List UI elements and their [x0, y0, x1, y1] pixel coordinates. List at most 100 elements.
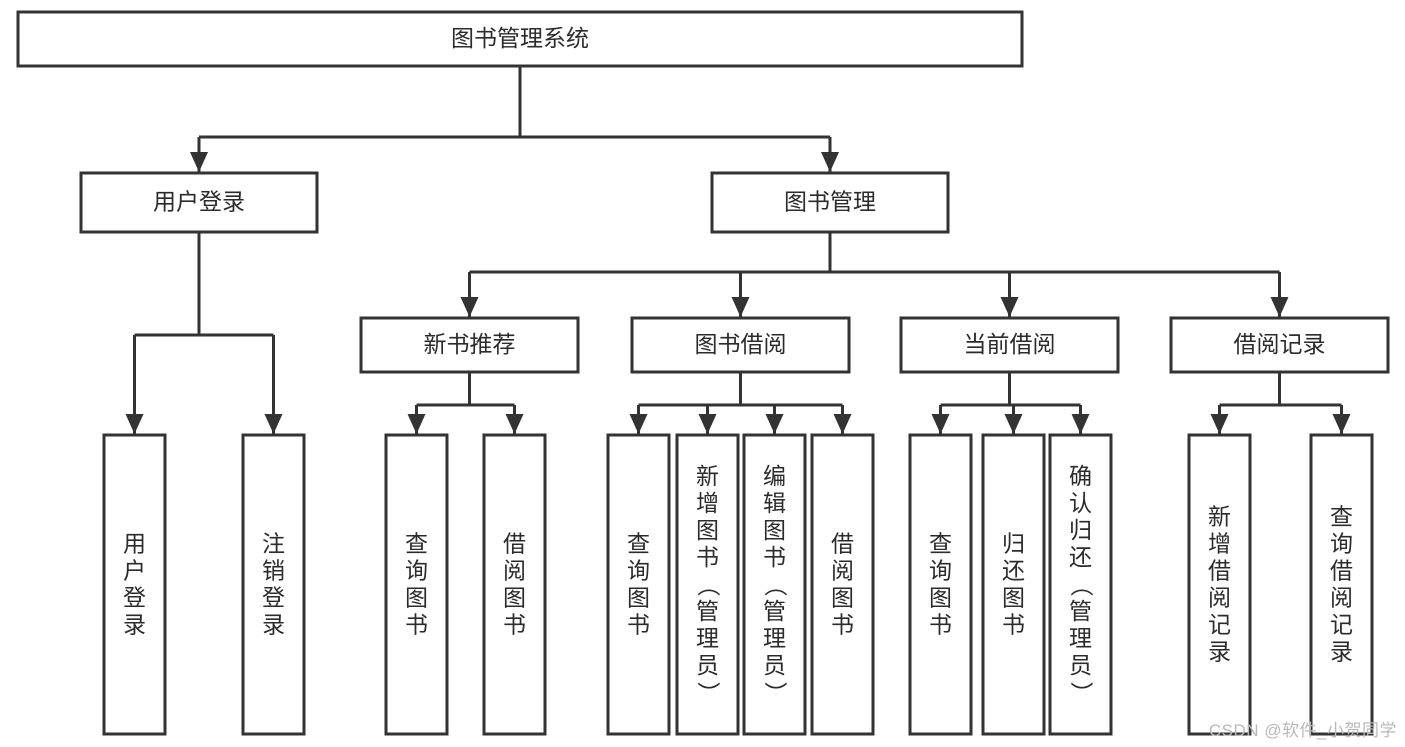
svg-text:理: 理	[763, 625, 786, 651]
node-leaf-11[interactable]	[1187, 433, 1252, 736]
svg-text:还: 还	[1069, 544, 1092, 570]
node-root-label: 图书管理系统	[451, 25, 589, 51]
node-leaf-8[interactable]	[908, 433, 973, 736]
svg-text:询: 询	[405, 558, 428, 584]
svg-text:登: 登	[123, 585, 146, 611]
svg-text:图: 图	[763, 517, 786, 543]
svg-text:查: 查	[929, 531, 952, 557]
node-level3-label-0: 新书推荐	[424, 331, 516, 357]
arrow-head-icon	[1210, 414, 1229, 434]
node-level3-0[interactable]	[359, 316, 580, 374]
svg-text:记: 记	[1330, 612, 1353, 638]
node-level3-1[interactable]	[630, 316, 851, 374]
svg-text:员: 员	[696, 652, 719, 678]
arrow-head-icon	[1071, 414, 1090, 434]
node-leaf-4[interactable]	[606, 433, 671, 736]
svg-text:新: 新	[1208, 504, 1231, 530]
svg-text:阅: 阅	[831, 558, 854, 584]
node-level3-3[interactable]	[1169, 316, 1390, 374]
svg-text:阅: 阅	[1208, 585, 1231, 611]
svg-text:图: 图	[627, 585, 650, 611]
node-root[interactable]	[16, 10, 1024, 68]
svg-text:阅: 阅	[503, 558, 526, 584]
node-level3-label-2: 当前借阅	[964, 331, 1056, 357]
node-leaf-2[interactable]	[384, 433, 449, 736]
node-level2-1[interactable]	[710, 171, 950, 234]
svg-text:查: 查	[627, 531, 650, 557]
svg-text:书: 书	[1002, 612, 1025, 638]
arrow-head-icon	[629, 414, 648, 434]
svg-text:登: 登	[262, 585, 285, 611]
node-leaf-7[interactable]	[810, 433, 875, 736]
svg-text:查: 查	[405, 531, 428, 557]
node-leaf-12[interactable]	[1309, 433, 1374, 736]
svg-text:书: 书	[503, 612, 526, 638]
svg-text:借: 借	[1330, 558, 1353, 584]
csdn-watermark: CSDN @软件_小贺同学	[1208, 721, 1397, 740]
svg-text:书: 书	[929, 612, 952, 638]
node-level2-0[interactable]	[79, 171, 319, 234]
svg-text:员: 员	[1069, 652, 1092, 678]
arrow-head-icon	[1332, 414, 1351, 434]
svg-text:管: 管	[1069, 598, 1092, 624]
node-level2-label-1: 图书管理	[784, 189, 876, 215]
node-leaf-5[interactable]	[675, 433, 740, 736]
svg-text:编: 编	[763, 463, 786, 489]
node-leaf-0[interactable]	[102, 433, 167, 736]
svg-text:图: 图	[831, 585, 854, 611]
svg-text:注: 注	[262, 531, 285, 557]
svg-text:借: 借	[831, 531, 854, 557]
svg-text:记: 记	[1208, 612, 1231, 638]
arrow-head-icon	[1270, 297, 1289, 317]
svg-text:确: 确	[1069, 463, 1092, 489]
arrow-head-icon	[125, 414, 144, 434]
node-leaf-3[interactable]	[482, 433, 547, 736]
svg-text:认: 认	[1069, 490, 1092, 516]
node-level3-2[interactable]	[899, 316, 1120, 374]
node-layer: 图书管理系统用户登录图书管理新书推荐图书借阅当前借阅借阅记录用户登录注销登录查询…	[16, 10, 1390, 736]
node-leaf-9[interactable]	[981, 433, 1046, 736]
arrow-head-icon	[765, 414, 784, 434]
svg-text:书: 书	[696, 544, 719, 570]
svg-text:借: 借	[1208, 558, 1231, 584]
svg-text:（: （	[763, 574, 789, 597]
svg-text:书: 书	[831, 612, 854, 638]
svg-text:理: 理	[696, 625, 719, 651]
svg-text:还: 还	[1002, 558, 1025, 584]
node-leaf-6[interactable]	[742, 433, 807, 736]
svg-text:管: 管	[696, 598, 719, 624]
svg-text:（: （	[1069, 574, 1095, 597]
svg-text:用: 用	[123, 531, 146, 557]
arrow-head-icon	[190, 152, 208, 172]
svg-text:录: 录	[1330, 639, 1353, 665]
svg-text:图: 图	[696, 517, 719, 543]
arrow-head-icon	[1004, 414, 1023, 434]
node-leaf-1[interactable]	[241, 433, 306, 736]
node-leaf-10[interactable]	[1048, 433, 1113, 736]
svg-text:书: 书	[763, 544, 786, 570]
node-level3-label-3: 借阅记录	[1234, 331, 1326, 357]
arrow-head-icon	[833, 414, 852, 434]
svg-text:借: 借	[503, 531, 526, 557]
svg-text:户: 户	[123, 558, 146, 584]
svg-text:）: ）	[1069, 682, 1095, 705]
svg-text:）: ）	[696, 682, 722, 705]
svg-text:询: 询	[1330, 531, 1353, 557]
svg-text:员: 员	[763, 652, 786, 678]
svg-text:）: ）	[763, 682, 789, 705]
svg-text:录: 录	[1208, 639, 1231, 665]
node-level3-label-1: 图书借阅	[695, 331, 787, 357]
svg-text:书: 书	[627, 612, 650, 638]
svg-text:询: 询	[929, 558, 952, 584]
arrow-head-icon	[505, 414, 524, 434]
